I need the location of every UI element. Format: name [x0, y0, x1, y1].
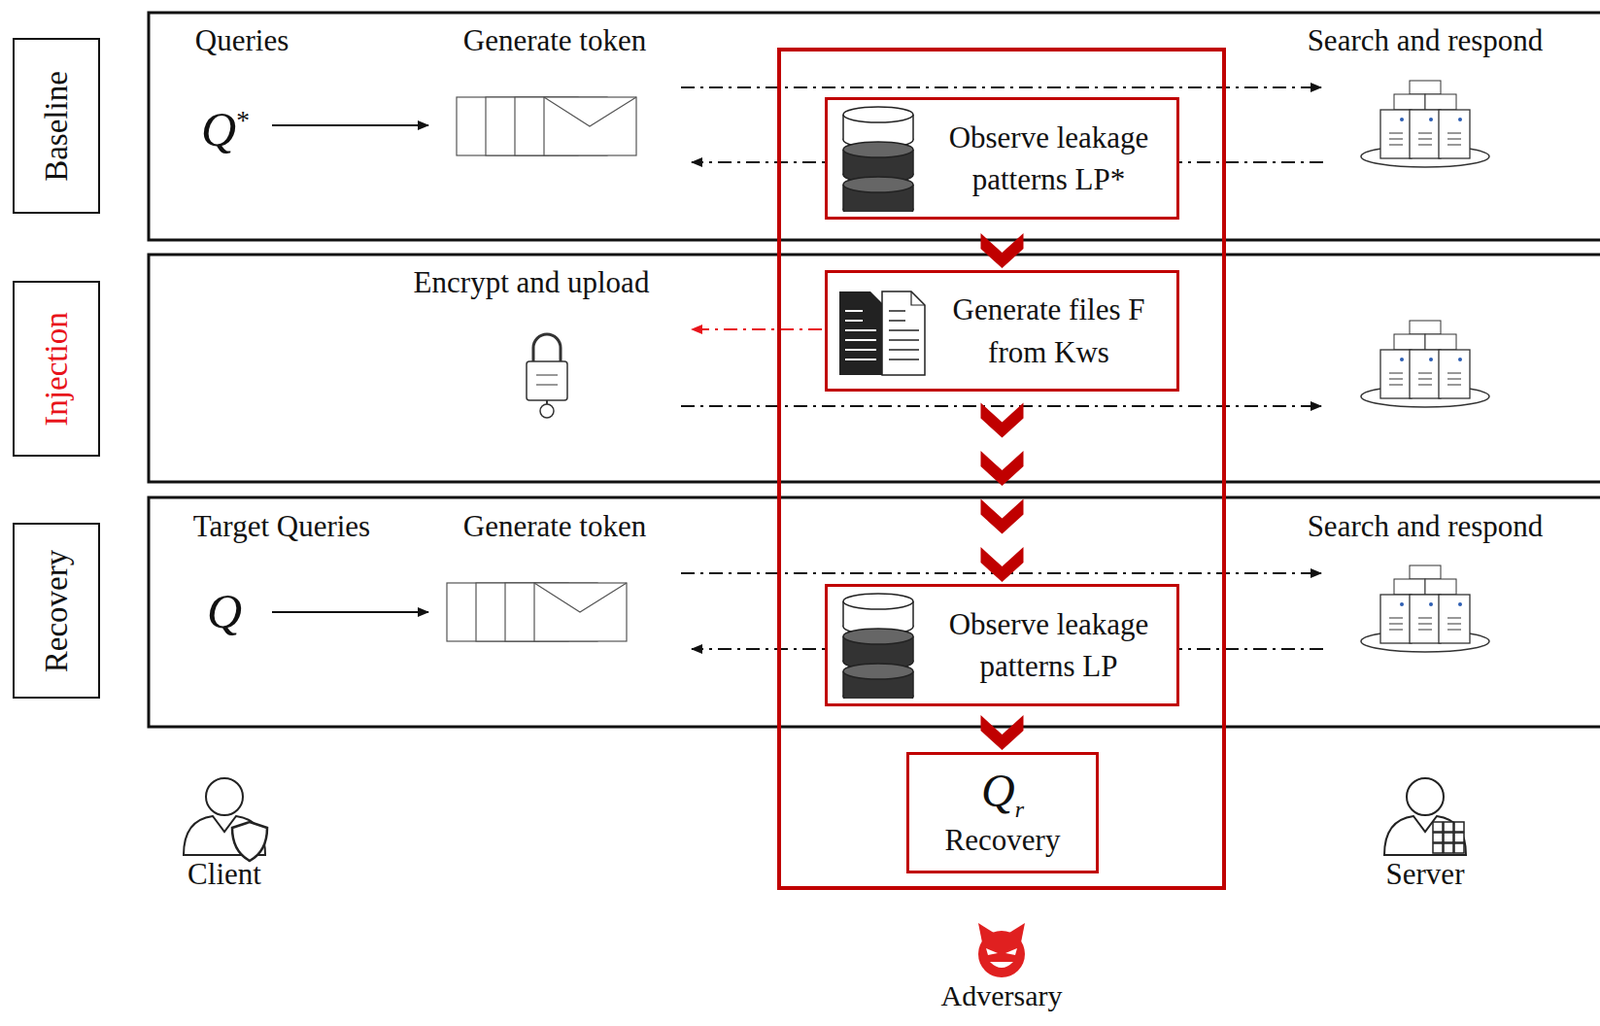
stage-caption: Encrypt and upload — [413, 265, 650, 301]
stage-caption: Queries — [195, 23, 289, 59]
client-icon — [183, 778, 268, 861]
box-text-area: Generate files F from Kws — [940, 288, 1158, 374]
token-envelope — [456, 97, 637, 156]
stage-caption: Server — [1386, 856, 1465, 892]
server-icon — [1361, 565, 1490, 652]
stage-caption: Search and respond — [1307, 23, 1544, 59]
stage-caption: Generate token — [463, 509, 647, 545]
recovery-box: QrRecovery — [906, 751, 1099, 874]
adversary-step-box: Observe leakage patterns LP — [824, 583, 1180, 707]
stage-band — [148, 254, 1600, 482]
stage-caption: Search and respond — [1307, 509, 1544, 545]
chevron-connector — [981, 714, 1024, 750]
box-text-area: Observe leakage patterns LP — [940, 603, 1158, 688]
box-text: Observe leakage patterns LP — [940, 603, 1158, 688]
file-icon — [837, 277, 927, 385]
query-symbol: Q* — [201, 102, 250, 159]
token-envelope — [446, 582, 627, 642]
chevron-connector — [981, 403, 1024, 583]
database-icon — [837, 591, 927, 699]
stage-label: Recovery — [38, 548, 75, 672]
query-symbol: Q — [206, 583, 242, 641]
server-user-icon — [1384, 778, 1466, 855]
stage-label: Baseline — [38, 70, 75, 182]
stage-caption: Target Queries — [193, 509, 371, 545]
box-text: Recovery — [945, 821, 1061, 860]
server-icon — [1361, 80, 1490, 168]
box-text: Observe leakage patterns LP* — [940, 116, 1158, 202]
box-text: Generate files F from Kws — [940, 288, 1158, 374]
stage-caption: Generate token — [463, 23, 647, 59]
stage-caption: Client — [187, 856, 262, 892]
stage-band — [148, 12, 1600, 727]
adversary-icon — [978, 922, 1025, 978]
result-symbol: Qr — [981, 766, 1024, 822]
adversary-step-box: Generate files F from Kws — [824, 270, 1180, 392]
stage-label-box: Baseline — [12, 37, 101, 214]
box-text-area: Observe leakage patterns LP* — [940, 116, 1158, 202]
stage-label: Injection — [38, 311, 75, 426]
stage-label-box: Injection — [12, 280, 101, 457]
server-icon — [1361, 320, 1490, 408]
adversary-region: AdversaryObserve leakage patterns LP*Gen… — [777, 47, 1226, 890]
lock-icon — [526, 334, 568, 418]
stage-label-box: Recovery — [12, 522, 101, 699]
chevron-connector — [981, 233, 1024, 269]
adversary-heading: Adversary — [941, 979, 1063, 1013]
database-icon — [837, 104, 927, 212]
stage-band — [148, 497, 1600, 727]
adversary-step-box: Observe leakage patterns LP* — [824, 97, 1180, 220]
